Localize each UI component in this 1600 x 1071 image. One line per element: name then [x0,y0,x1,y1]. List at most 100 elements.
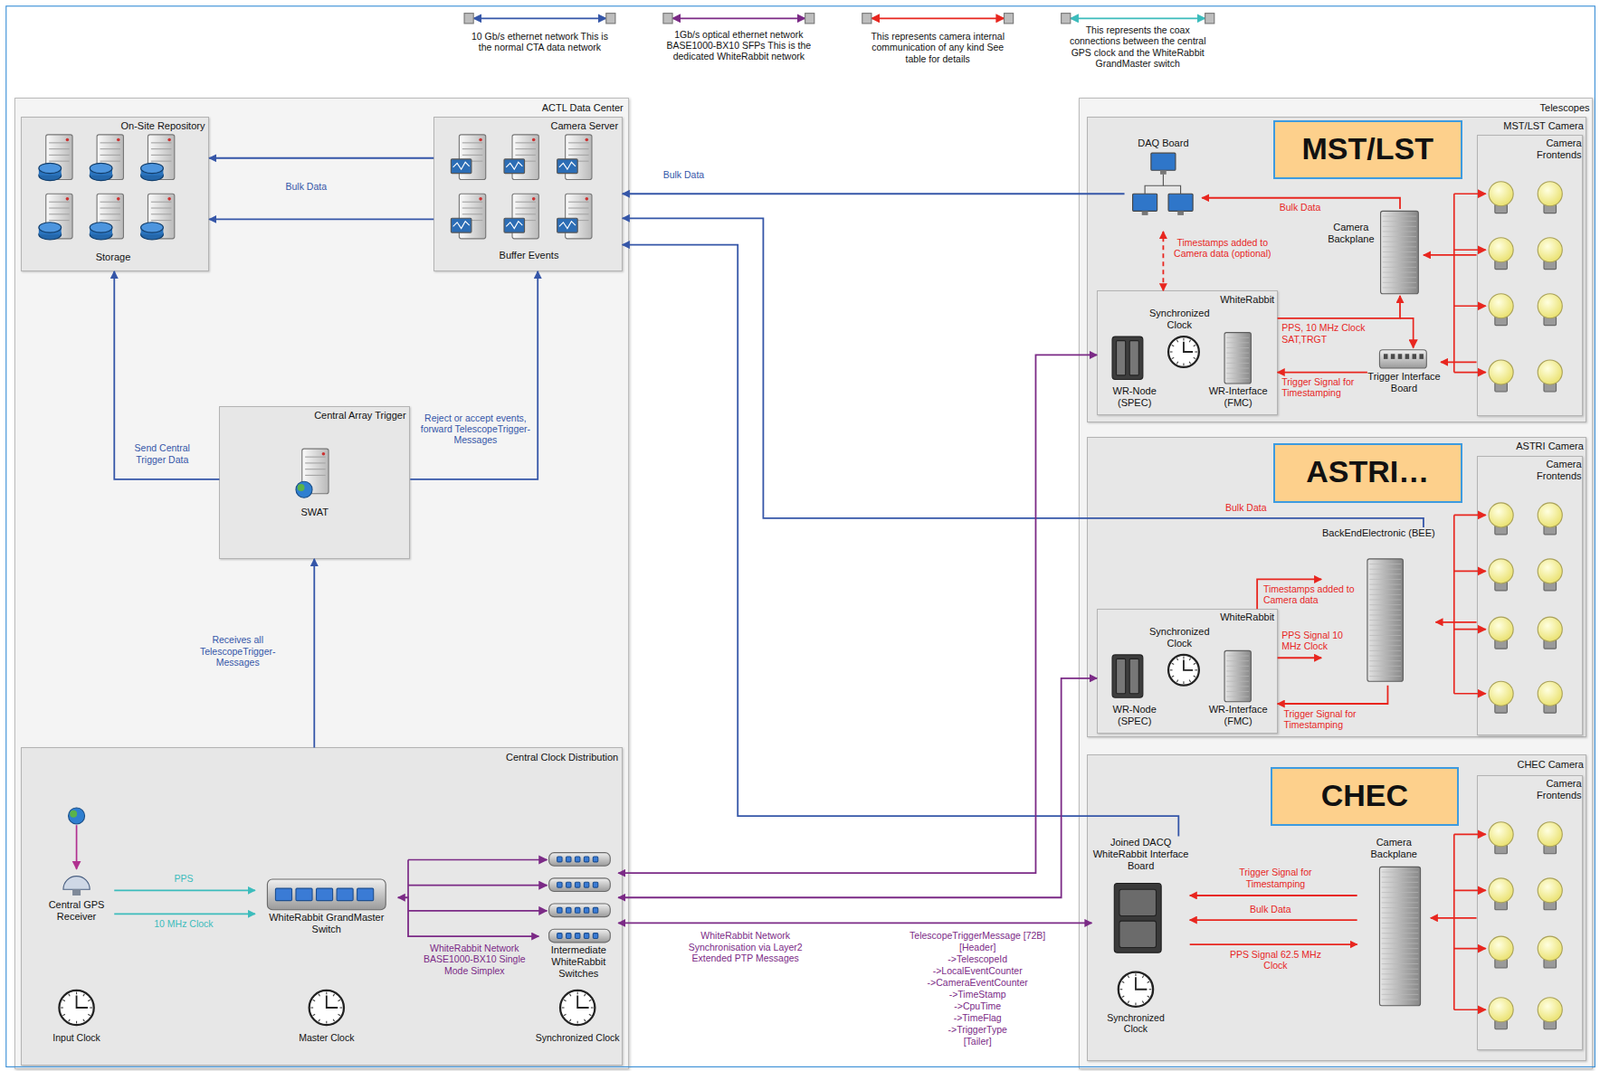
annotation: ->CpuTime [885,1000,1070,1012]
legend-sample [1070,17,1206,20]
switch-port [557,933,562,940]
rack-slot [1382,246,1417,248]
frontend-wire [1454,514,1486,517]
server-slot [99,201,121,203]
server-slot [48,142,70,143]
node-label: WhiteRabbit GrandMaster Switch [265,912,388,936]
server-slot [568,201,590,203]
node-label: BackEndElectronic (BEE) [1321,527,1436,540]
board-icon [1114,883,1162,953]
clock-tick [1176,340,1178,343]
rack-slot [1369,599,1401,600]
server-slot [568,142,590,143]
clock-tick [589,1000,591,1001]
clock-hands [1183,660,1193,671]
node-label: Synchronized Clock [1136,626,1223,650]
connector [1162,231,1165,291]
clock-hands [577,995,589,1009]
server-slot [48,219,70,221]
bulb-icon [1537,238,1562,263]
rack-slot [1382,226,1417,228]
rack-slot [1369,625,1401,627]
switch-port [566,857,572,863]
switch-port [592,857,598,863]
legend-text: 10 Gb/s ethernet network This is the nor… [464,30,616,54]
server-slot [151,142,172,143]
board-pin [1419,353,1424,360]
connector [209,219,434,221]
rack-slot [1381,953,1420,955]
clock-tick [325,992,327,996]
clock-tick [313,1014,315,1016]
connector-label: Receives all TelescopeTrigger-Messages [181,634,295,668]
banner-title: ASTRI… [1275,453,1460,490]
frontend-wire [1454,833,1486,836]
server-led [532,197,536,201]
rack-slot [1381,958,1420,960]
clock-tick [589,1014,591,1016]
switch-port [583,933,589,940]
rack-icon [1367,559,1403,682]
clock-tick [563,1000,566,1001]
rack-slot [1226,681,1249,683]
board-slot [1119,889,1157,916]
rack-slot [1369,656,1401,658]
server-slot [462,207,484,209]
fan-wire [408,885,547,887]
clock-tick [1193,676,1196,677]
monitor-wave [559,161,576,170]
server-slot [514,207,536,209]
node-label: Central Clock Distribution [409,752,619,764]
clock-tick [584,994,586,997]
rack-slot [1226,347,1249,349]
rack-slot [1381,938,1420,940]
clock-tick [1176,361,1178,364]
connector-label: WhiteRabbit Network BASE1000-BX10 Single… [413,942,536,977]
rack-slot [1381,907,1420,909]
rack-slot [1381,948,1420,950]
rack-slot [1226,337,1249,339]
switch-port [592,907,598,914]
bulb-icon [1537,294,1562,319]
switch-icon [549,904,611,918]
rack-slot [1381,872,1420,874]
rack-slot [1369,660,1401,662]
rack-slot [1382,241,1417,243]
rack-slot [1381,897,1420,899]
rack-slot [1226,656,1249,658]
bulb-icon [1537,360,1562,385]
rack-slot [1369,650,1401,652]
annotation: ->CameraEventCounter [885,977,1070,989]
node-label: Synchronized Clock [1136,307,1223,332]
switch-port [574,882,580,888]
bulb-icon [1488,936,1514,962]
antenna-feed [76,825,78,869]
clock-icon [1168,336,1200,368]
rack-slot [1369,670,1401,672]
rack-slot [1369,619,1401,621]
server-slot [99,154,121,156]
connector-label: PPS Signal 62.5 MHz Clock [1219,949,1332,972]
switch-icon [549,853,611,867]
disk-icon [89,162,113,173]
rack-slot [1381,994,1420,996]
monitor-icon [1133,193,1158,211]
switch-port [557,907,562,914]
rack-slot [1382,286,1417,288]
globe-icon [68,808,86,825]
server-slot [48,154,70,156]
monitor-stand [1142,210,1149,216]
disk-icon [89,222,113,233]
frontend-wire [1454,371,1486,374]
switch-port [357,888,374,902]
clock-tick [318,994,320,997]
node-label: Telescopes [1487,102,1591,115]
network-wire [1144,174,1163,194]
connector [1190,895,1358,897]
clock-tick [333,994,334,997]
signal-wire [1400,318,1414,349]
rack-slot [1369,666,1401,667]
rack-slot [1381,989,1420,991]
connector-label: Send Central Trigger Data [122,442,202,466]
bulb-icon [1537,559,1562,584]
